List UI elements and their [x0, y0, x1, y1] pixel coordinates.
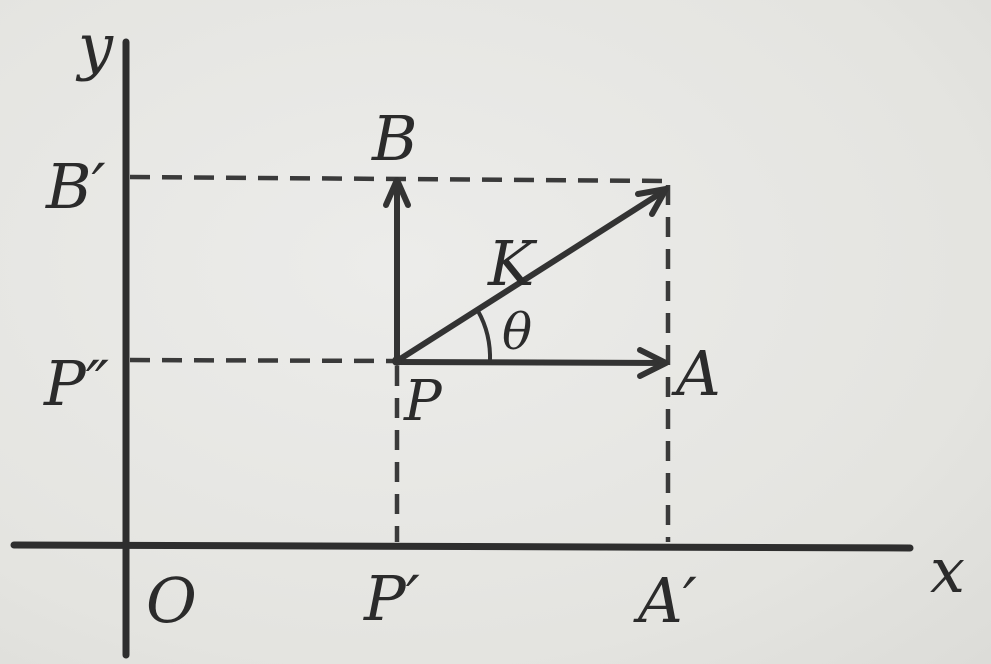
point-p-double-prime-label: P″: [43, 347, 109, 420]
x-axis-label: x: [930, 534, 965, 607]
point-p-label: P: [403, 369, 443, 434]
point-p-dot: [392, 356, 402, 366]
vector-pb: [383, 177, 411, 363]
point-a-label: A: [671, 337, 721, 410]
angle-theta-label: θ: [502, 303, 532, 361]
vector-pa: [394, 347, 669, 379]
origin-label: O: [146, 564, 197, 637]
y-axis-label: y: [75, 10, 114, 83]
point-p-prime-label: P′: [363, 562, 420, 635]
dashed-line-p-double-prime: [129, 357, 398, 364]
point-a-prime-label: A′: [633, 564, 697, 637]
angle-theta-arc: [476, 310, 493, 363]
point-b-label: B: [371, 102, 418, 175]
x-axis: [10, 541, 914, 552]
vector-k: [394, 186, 669, 364]
point-b-prime-label: B′: [45, 150, 106, 223]
vector-k-label: K: [487, 227, 538, 300]
